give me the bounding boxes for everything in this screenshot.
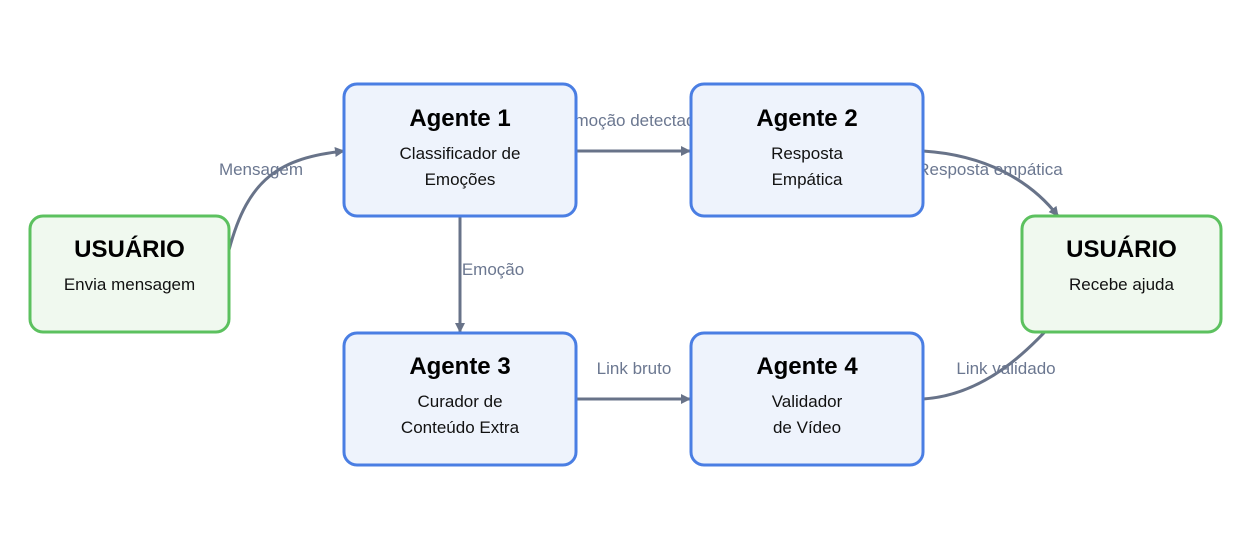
node-user-out-title: USUÁRIO [1066, 235, 1177, 263]
edge-label-link-bruto: Link bruto [597, 359, 672, 378]
node-agent1: Agente 1 Classificador de Emoções [342, 82, 578, 218]
node-agent4-line2: de Vídeo [773, 418, 841, 437]
edge-labels: Mensagem Emoção detectada Emoção Link br… [219, 111, 1063, 378]
node-agent2-title: Agente 2 [756, 105, 857, 132]
edge-label-mensagem: Mensagem [219, 160, 303, 179]
node-user-in-line1: Envia mensagem [64, 275, 195, 294]
node-user-out-box [1020, 214, 1223, 334]
node-agent4: Agente 4 Validador de Vídeo [689, 331, 925, 467]
node-agent4-title: Agente 4 [756, 353, 858, 380]
node-agent1-line2: Emoções [425, 170, 496, 189]
node-agent2: Agente 2 Resposta Empática [689, 82, 925, 218]
node-user-in-box [28, 214, 231, 334]
node-agent2-box [689, 82, 925, 218]
node-user-in-title: USUÁRIO [74, 235, 185, 263]
node-agent1-line1: Classificador de [400, 144, 521, 163]
edge-label-emocao-detectada: Emoção detectada [563, 111, 705, 130]
node-agent1-title: Agente 1 [409, 105, 510, 132]
node-agent4-box [689, 331, 925, 467]
node-user-out-line1: Recebe ajuda [1069, 275, 1174, 294]
node-agent2-line1: Resposta [771, 144, 843, 163]
node-agent2-line2: Empática [772, 170, 843, 189]
node-agent3-line2: Conteúdo Extra [401, 418, 520, 437]
edge-label-resposta-empatica: Resposta empática [917, 160, 1063, 179]
node-user-out: USUÁRIO Recebe ajuda [1020, 214, 1223, 334]
node-user-in: USUÁRIO Envia mensagem [28, 214, 231, 334]
node-agent3-title: Agente 3 [409, 353, 510, 380]
edge-agent2-to-user-out [922, 149, 1060, 217]
node-agent3-box [342, 331, 578, 467]
node-agent3-line1: Curador de [417, 392, 502, 411]
node-agent4-line1: Validador [772, 392, 843, 411]
edge-user-to-agent1 [227, 147, 345, 251]
edge-label-emocao: Emoção [462, 260, 524, 279]
node-agent3: Agente 3 Curador de Conteúdo Extra [342, 331, 578, 467]
edges [227, 146, 1063, 404]
edge-label-link-validado: Link validado [956, 359, 1055, 378]
node-agent1-box [342, 82, 578, 218]
